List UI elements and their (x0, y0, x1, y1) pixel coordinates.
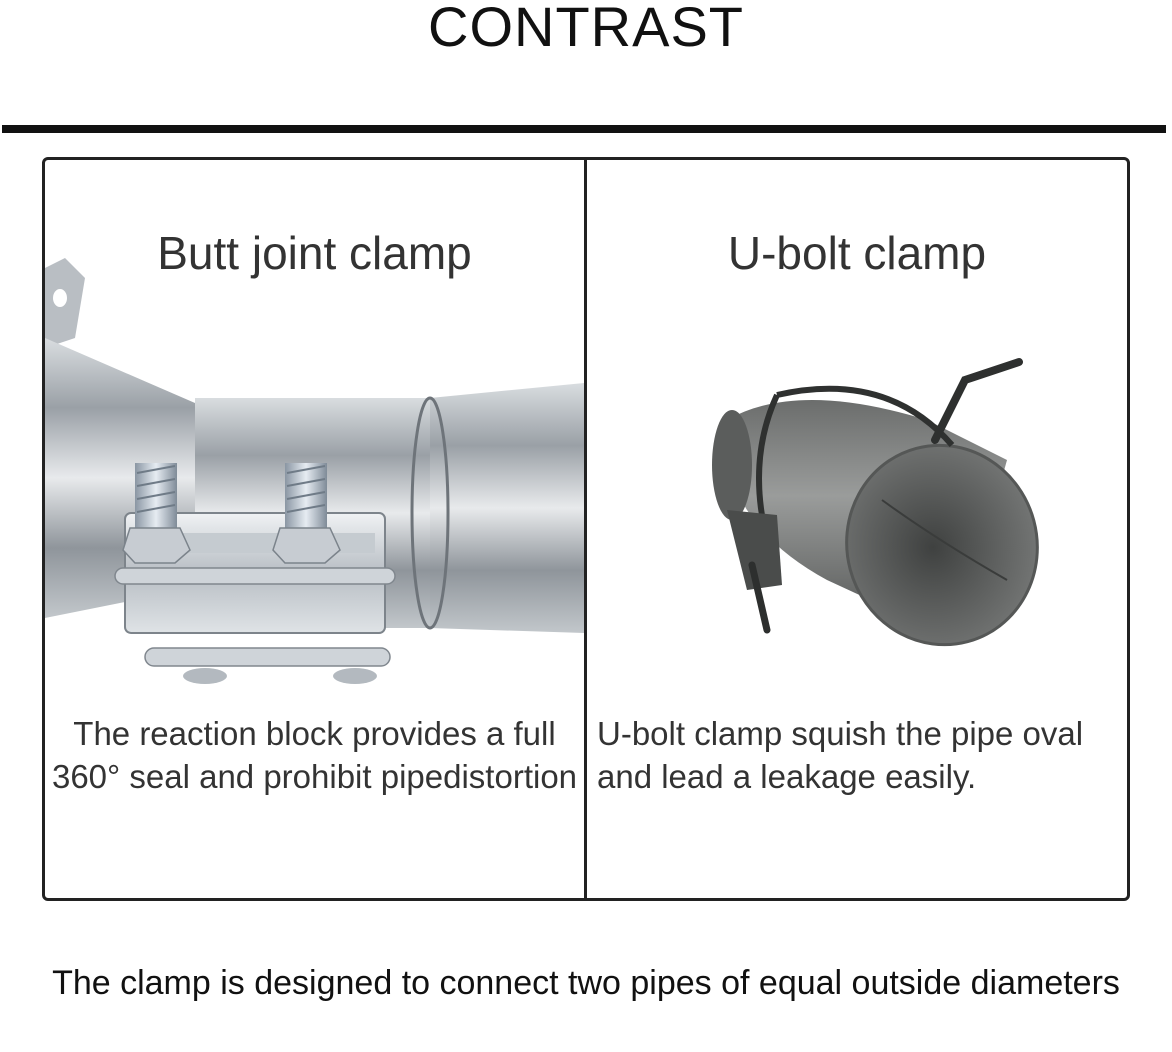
page-title: CONTRAST (428, 0, 744, 58)
column-divider (584, 160, 587, 898)
butt-joint-column: Butt joint clamp The reaction block prov… (45, 160, 584, 898)
u-bolt-description: U-bolt clamp squish the pipe oval and le… (597, 715, 1084, 795)
butt-joint-heading: Butt joint clamp (157, 227, 472, 279)
u-bolt-column: U-bolt clamp U-bolt clamp squish the pip… (587, 160, 1127, 898)
title-divider (2, 125, 1166, 133)
footer-caption: The clamp is designed to connect two pip… (52, 964, 1120, 1002)
u-bolt-clamp-photo-icon (707, 350, 1047, 650)
u-bolt-heading: U-bolt clamp (727, 227, 987, 279)
comparison-panel: Butt joint clamp The reaction block prov… (42, 157, 1130, 901)
butt-joint-description: The reaction block provides a full 360° … (51, 715, 578, 795)
butt-joint-clamp-photo-icon (45, 258, 584, 688)
